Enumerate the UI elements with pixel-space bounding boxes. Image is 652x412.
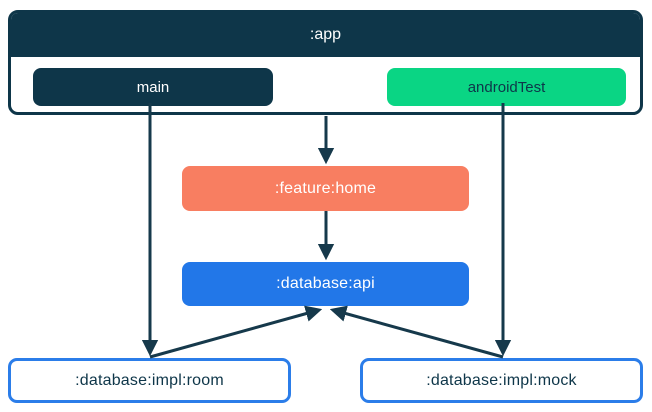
node-androidtest: androidTest: [387, 68, 626, 106]
node-androidtest-label: androidTest: [467, 78, 546, 96]
node-app-label: :app: [309, 26, 342, 43]
node-database-api: :database:api: [182, 262, 469, 306]
node-feature-home: :feature:home: [182, 166, 469, 211]
node-database-impl-mock-label: :database:impl:mock: [426, 371, 577, 389]
node-database-impl-room-label: :database:impl:room: [75, 371, 224, 389]
node-database-impl-room: :database:impl:room: [8, 358, 291, 403]
edge-impl-mock-to-database-api: [329, 305, 504, 359]
node-database-api-label: :database:api: [276, 275, 375, 292]
node-app: :app main androidTest: [8, 10, 643, 115]
node-main-label: main: [136, 78, 170, 96]
node-app-header: :app: [11, 13, 640, 57]
node-main: main: [33, 68, 273, 106]
node-database-impl-mock: :database:impl:mock: [360, 358, 643, 403]
edge-impl-room-to-database-api: [149, 305, 323, 359]
node-feature-home-label: :feature:home: [274, 179, 377, 197]
